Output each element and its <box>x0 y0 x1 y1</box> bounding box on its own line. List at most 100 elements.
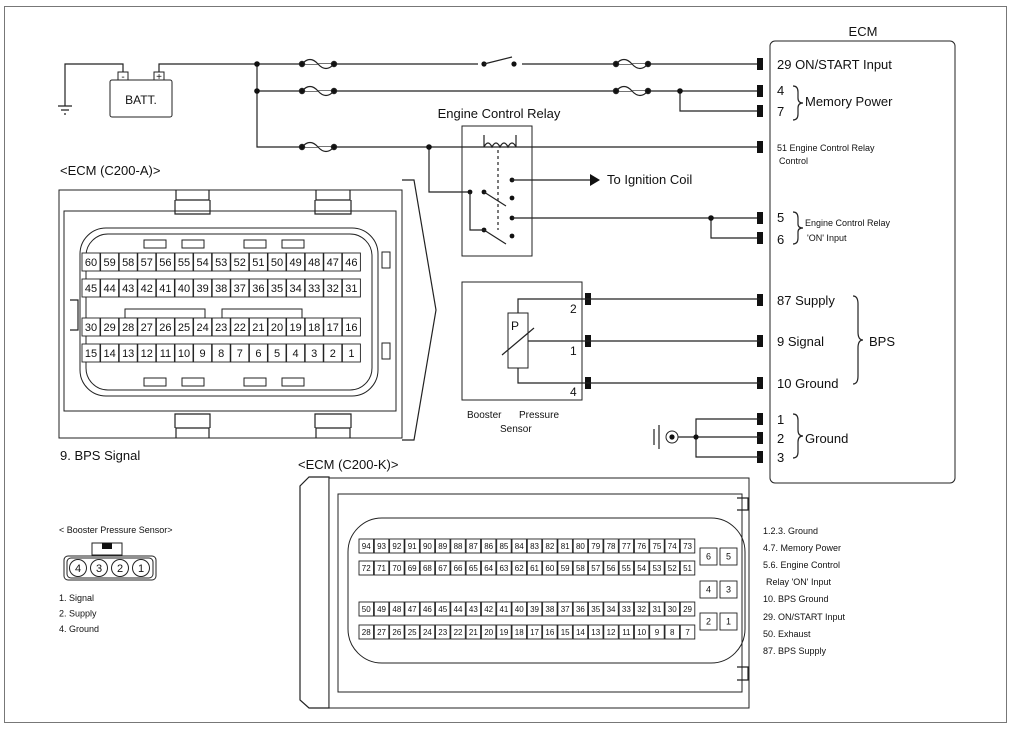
svg-text:25: 25 <box>408 628 417 637</box>
conn-k-legend-item: 1.2.3. Ground <box>763 526 818 536</box>
svg-text:50: 50 <box>362 605 371 614</box>
conn-k-pin-26: 26 <box>389 624 405 640</box>
conn-k-pin-28: 28 <box>358 624 374 640</box>
svg-text:47: 47 <box>408 605 417 614</box>
ecm-box <box>769 40 956 484</box>
conn-a-pin-58: 58 <box>118 252 138 272</box>
svg-text:57: 57 <box>141 257 153 269</box>
conn-a-pin-39: 39 <box>193 278 213 298</box>
svg-text:64: 64 <box>484 564 493 573</box>
conn-k-pin-76: 76 <box>633 538 650 554</box>
svg-text:16: 16 <box>545 628 554 637</box>
engine-control-relay <box>426 125 760 257</box>
conn-k-legend-item: 87. BPS Supply <box>763 646 827 656</box>
svg-text:13: 13 <box>122 348 134 360</box>
svg-text:38: 38 <box>545 605 554 614</box>
conn-a-pin-2: 2 <box>323 343 343 363</box>
conn-a-pin-31: 31 <box>341 278 361 298</box>
svg-text:25: 25 <box>178 322 190 334</box>
diagram-frame <box>4 6 1007 723</box>
svg-text:7: 7 <box>237 348 243 360</box>
conn-k-pin-15: 15 <box>557 624 573 640</box>
conn-a-pin-35: 35 <box>267 278 287 298</box>
svg-text:58: 58 <box>122 257 134 269</box>
svg-text:54: 54 <box>196 257 208 269</box>
svg-text:79: 79 <box>591 542 600 551</box>
bps-conn-pin-1: 1 <box>132 559 150 577</box>
svg-text:57: 57 <box>591 564 600 573</box>
conn-a-pin-55: 55 <box>174 252 194 272</box>
svg-text:42: 42 <box>484 605 493 614</box>
svg-text:26: 26 <box>392 628 401 637</box>
conn-a-pin-40: 40 <box>174 278 194 298</box>
conn-k-pin-22: 22 <box>450 624 466 640</box>
conn-k-pin-58: 58 <box>572 560 589 576</box>
conn-k-pin-8: 8 <box>664 624 680 640</box>
conn-k-pin-side-4: 4 <box>699 580 718 599</box>
svg-text:43: 43 <box>469 605 478 614</box>
conn-k-pin-82: 82 <box>542 538 558 554</box>
conn-k-pin-21: 21 <box>465 624 482 640</box>
conn-k-pin-60: 60 <box>542 560 558 576</box>
memory-power-label: Memory Power <box>805 94 893 109</box>
conn-k-pin-73: 73 <box>679 538 696 554</box>
conn-k-pin-46: 46 <box>419 601 436 617</box>
conn-k-pin-80: 80 <box>572 538 589 554</box>
svg-text:17: 17 <box>327 322 339 334</box>
conn-k-pin-12: 12 <box>603 624 619 640</box>
conn-a-pin-42: 42 <box>137 278 157 298</box>
svg-text:8: 8 <box>670 628 675 637</box>
conn-a-pin-8: 8 <box>211 343 231 363</box>
svg-text:92: 92 <box>392 542 401 551</box>
svg-text:35: 35 <box>591 605 600 614</box>
svg-text:80: 80 <box>576 542 585 551</box>
conn-k-legend-item: 4.7. Memory Power <box>763 543 841 553</box>
conn-a-pin-32: 32 <box>323 278 343 298</box>
svg-text:13: 13 <box>591 628 600 637</box>
conn-a-pin-45: 45 <box>81 278 101 298</box>
conn-k-pin-31: 31 <box>649 601 665 617</box>
sensor-pin2: 2 <box>570 302 577 316</box>
svg-text:3: 3 <box>96 563 102 575</box>
conn-k-pin-34: 34 <box>603 601 619 617</box>
conn-a-pin-19: 19 <box>286 317 306 337</box>
conn-a-pin-28: 28 <box>118 317 138 337</box>
bps-conn-legend-item: 1. Signal <box>59 593 94 603</box>
svg-text:41: 41 <box>159 283 171 295</box>
conn-k-pin-19: 19 <box>496 624 512 640</box>
conn-a-pin-5: 5 <box>267 343 287 363</box>
conn-a-pin-4: 4 <box>286 343 306 363</box>
conn-a-pin-47: 47 <box>323 252 343 272</box>
sensor-pin4: 4 <box>570 385 577 399</box>
svg-text:38: 38 <box>215 283 227 295</box>
svg-text:78: 78 <box>607 542 616 551</box>
svg-text:62: 62 <box>515 564 524 573</box>
svg-text:8: 8 <box>218 348 224 360</box>
svg-text:53: 53 <box>215 257 227 269</box>
svg-text:70: 70 <box>392 564 401 573</box>
conn-a-pin-13: 13 <box>118 343 138 363</box>
bps-conn-legend-item: 4. Ground <box>59 624 99 634</box>
ecm-pin-g2: 2 <box>777 431 784 446</box>
svg-text:40: 40 <box>178 283 190 295</box>
svg-text:30: 30 <box>85 322 97 334</box>
svg-text:28: 28 <box>122 322 134 334</box>
svg-text:67: 67 <box>438 564 447 573</box>
svg-text:27: 27 <box>377 628 386 637</box>
svg-text:87: 87 <box>469 542 478 551</box>
ecm-pin-51: 51 Engine Control Relay <box>777 143 875 153</box>
fuses <box>298 58 652 153</box>
svg-text:46: 46 <box>423 605 432 614</box>
ignition-switch <box>478 56 522 70</box>
svg-text:18: 18 <box>308 322 320 334</box>
svg-text:74: 74 <box>668 542 677 551</box>
conn-k-pin-13: 13 <box>588 624 604 640</box>
svg-text:37: 37 <box>234 283 246 295</box>
conn-a-pin-9: 9 <box>193 343 213 363</box>
svg-text:47: 47 <box>327 257 339 269</box>
svg-text:30: 30 <box>668 605 677 614</box>
svg-text:28: 28 <box>362 628 371 637</box>
